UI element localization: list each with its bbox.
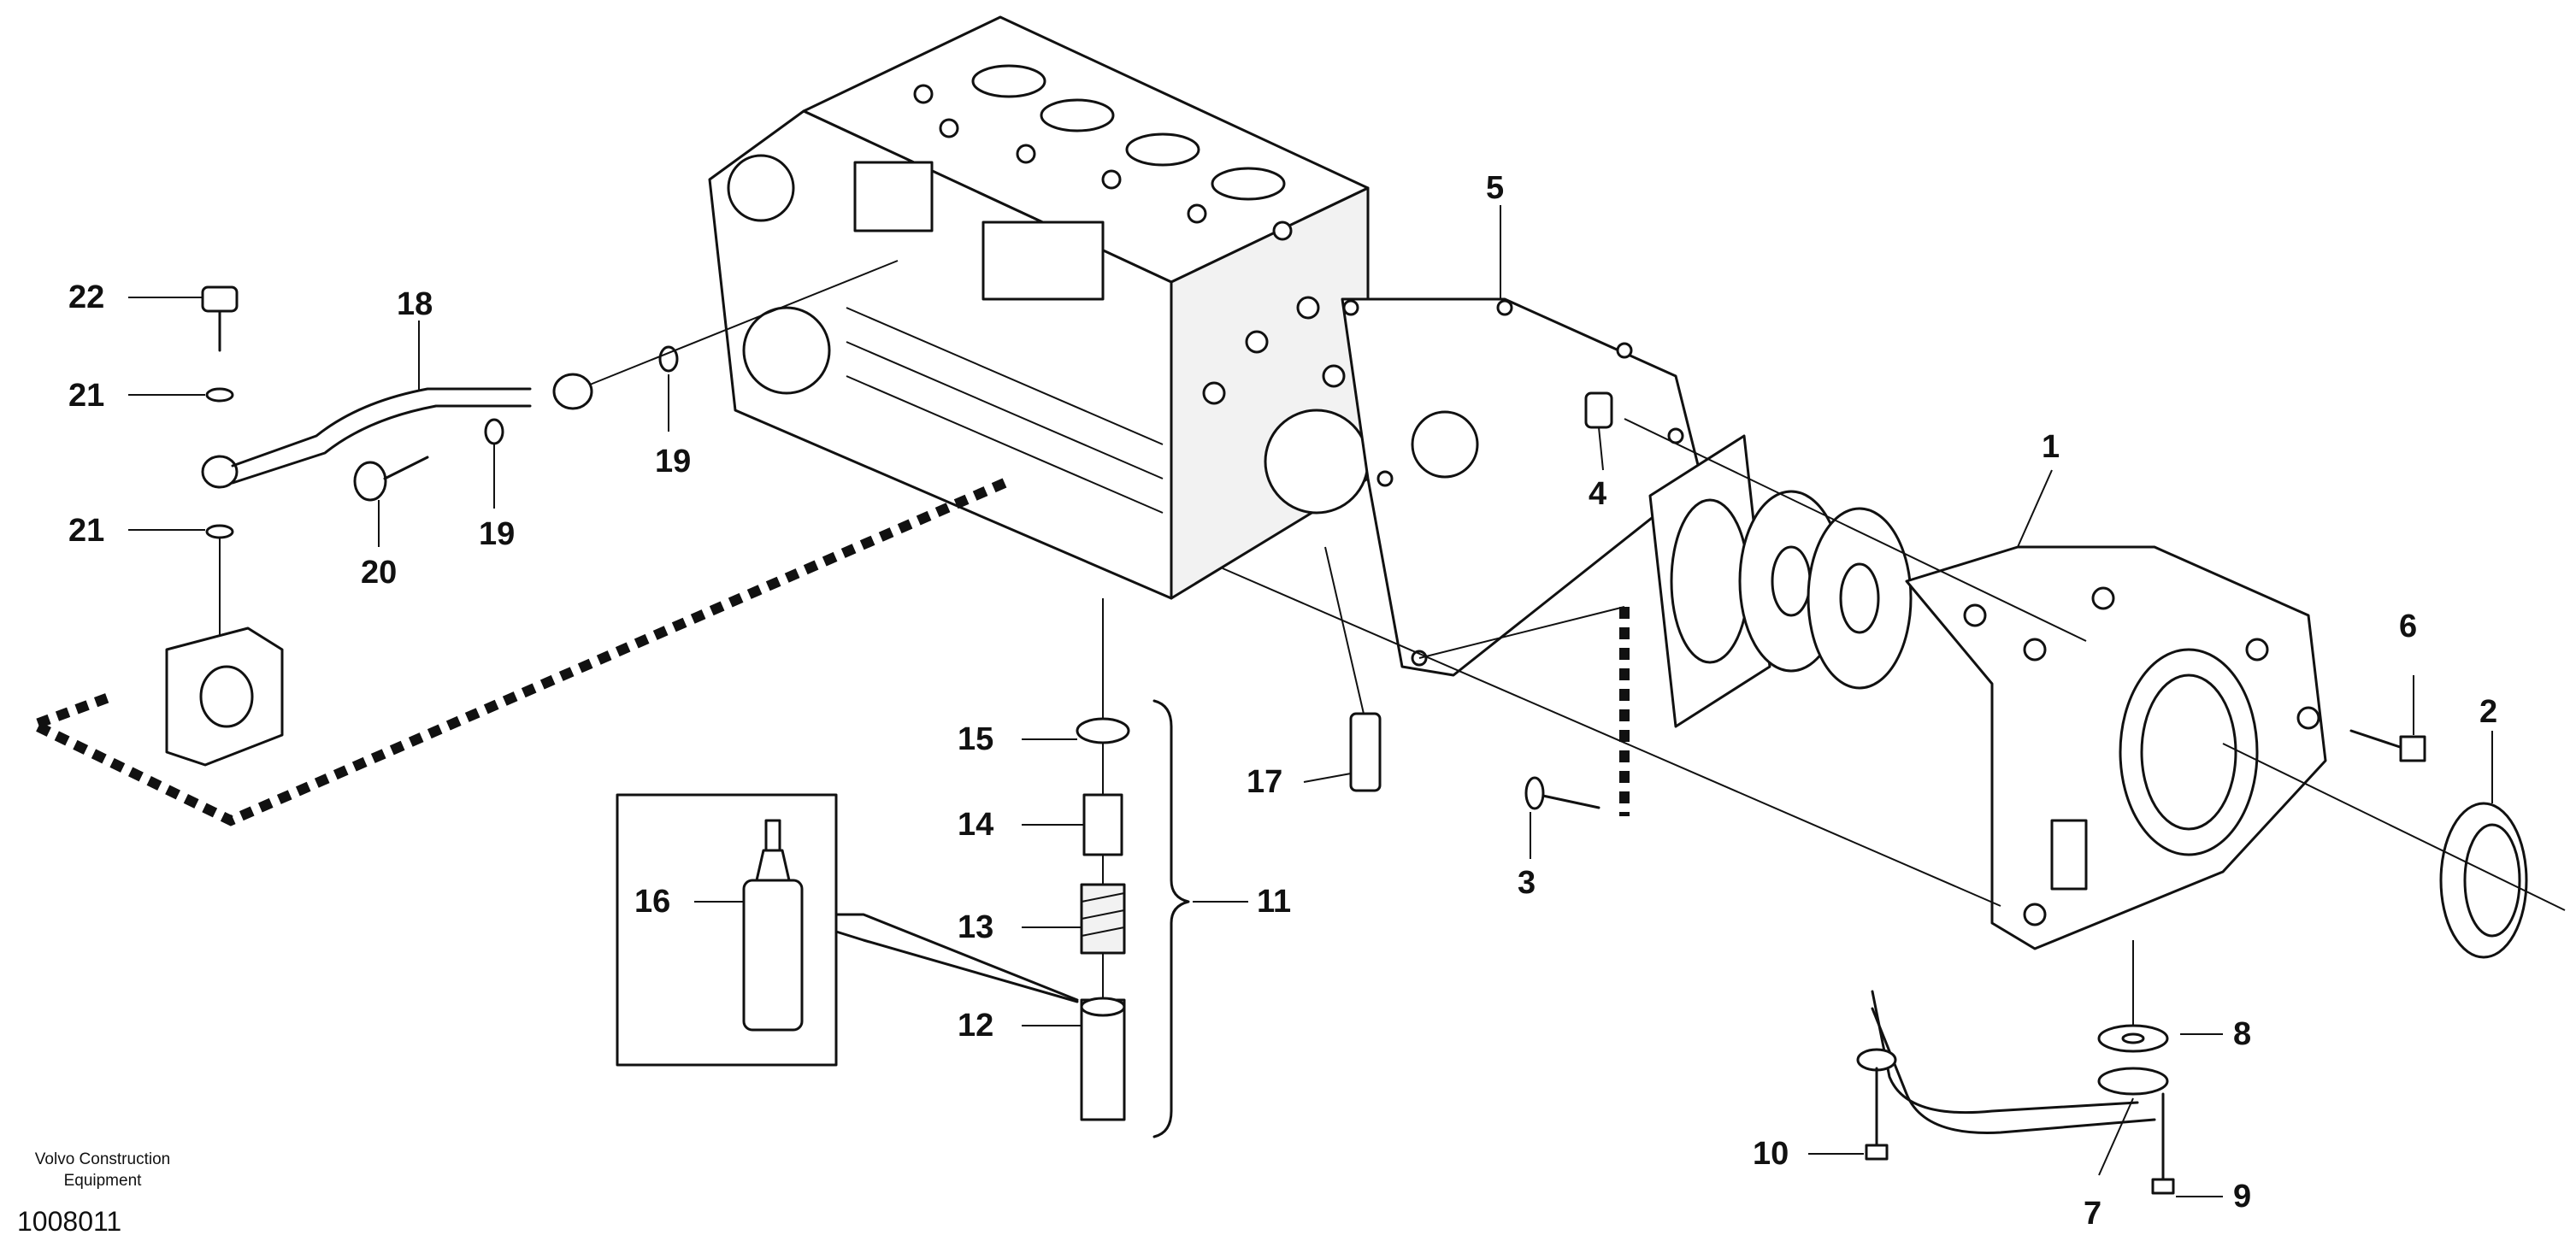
bolt-6 (2349, 729, 2426, 762)
callout-22: 22 (68, 279, 104, 315)
bolt-3 (1524, 776, 1600, 810)
callout-20: 20 (361, 555, 397, 591)
seal-flange (1648, 434, 1771, 728)
callout-16: 16 (634, 884, 670, 920)
dowel-pin (1584, 391, 1613, 429)
callout-21a: 21 (68, 378, 104, 414)
callout-14: 14 (958, 807, 993, 843)
gasket (1341, 297, 1703, 677)
callout-1: 1 (2042, 429, 2060, 465)
callout-18: 18 (397, 286, 433, 322)
plug-17 (1349, 712, 1382, 792)
relief-valve-parts (1076, 598, 1190, 1138)
callout-5: 5 (1486, 170, 1504, 206)
callout-4: 4 (1589, 476, 1606, 512)
callout-17: 17 (1247, 764, 1282, 800)
flange-gasket-8 (2097, 1024, 2169, 1053)
callout-19a: 19 (655, 444, 691, 479)
callout-3: 3 (1518, 865, 1536, 901)
leader-lines (128, 205, 2493, 1197)
dashed-routing-line (21, 478, 1630, 826)
drawing-number: 1008011 (17, 1206, 121, 1237)
assembly-guide-lines (1222, 418, 2566, 1026)
oil-seal (2439, 802, 2528, 959)
footer: Volvo Construction Equipment 1008011 (17, 1150, 170, 1237)
company-name-line1: Volvo Construction (35, 1150, 170, 1168)
callout-8: 8 (2233, 1016, 2251, 1052)
callout-10: 10 (1753, 1136, 1789, 1172)
callout-21b: 21 (68, 513, 104, 549)
oil-line-assembly (165, 260, 899, 767)
pump-gears (1738, 490, 1913, 690)
oil-pump-housing (1905, 545, 2327, 950)
callout-6: 6 (2399, 609, 2417, 644)
screw-9 (2151, 1092, 2175, 1195)
sealant-box (616, 793, 1079, 1067)
callout-labels: 1 2 3 4 5 6 7 8 9 10 11 12 13 14 15 16 1… (68, 170, 2497, 1232)
callout-13: 13 (958, 909, 993, 945)
callout-2: 2 (2479, 694, 2497, 730)
engine-block (708, 15, 1370, 600)
pipe-flange (2097, 1067, 2169, 1096)
suction-pipe (1856, 990, 2156, 1134)
callout-15: 15 (958, 721, 993, 757)
callout-7: 7 (2084, 1196, 2101, 1232)
screw-10 (1865, 1067, 1889, 1161)
callout-19b: 19 (479, 516, 515, 552)
company-name-line2: Equipment (64, 1172, 143, 1190)
callout-11: 11 (1257, 884, 1291, 920)
callout-9: 9 (2233, 1179, 2251, 1215)
callout-12: 12 (958, 1008, 993, 1044)
